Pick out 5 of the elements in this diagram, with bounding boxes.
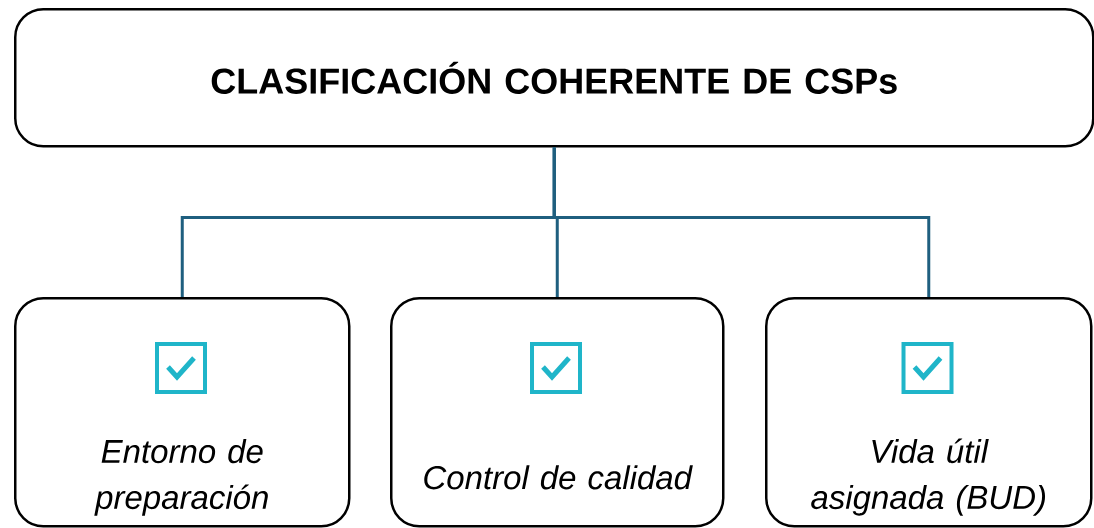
connector-line	[552, 147, 931, 297]
title-box: CLASIFICACIÓN COHERENTE DE CSPs	[14, 8, 1094, 148]
category-box: Vida útil asignada (BUD)	[765, 297, 1093, 528]
category-box: Control de calidad	[390, 297, 725, 528]
category-box: Entorno de preparación	[14, 297, 351, 528]
